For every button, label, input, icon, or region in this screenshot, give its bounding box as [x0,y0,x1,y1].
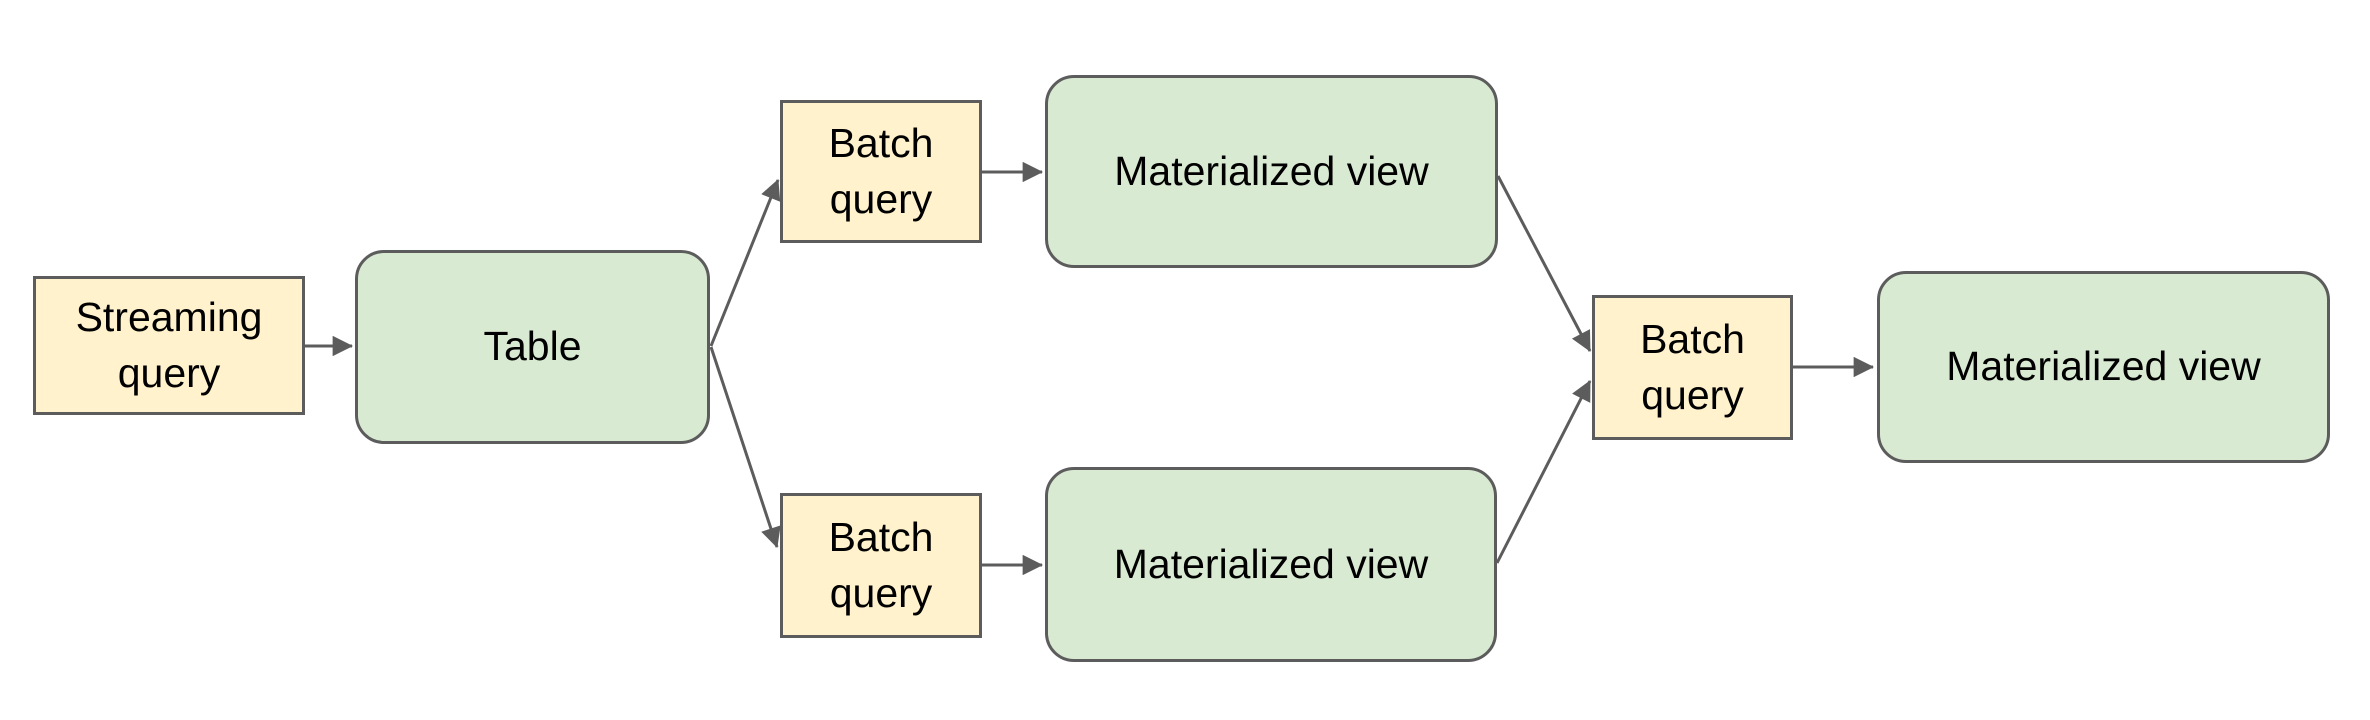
node-materialized-view-right: Materialized view [1877,271,2330,463]
edge-materialized-view-top-to-batch-query-right [1496,175,1592,352]
node-materialized-view-top-label: Materialized view [1114,147,1429,194]
node-streaming-query: Streaming query [33,276,305,415]
node-materialized-view-right-label: Materialized view [1946,343,2261,390]
node-batch-query-top: Batch query [780,100,982,243]
node-batch-query-right-label: Batch query [1640,315,1745,418]
node-materialized-view-top: Materialized view [1045,75,1498,268]
edge-materialized-view-bottom-to-batch-query-right [1495,380,1592,564]
node-batch-query-bottom-label: Batch query [828,513,934,616]
edge-table-to-batch-query-bottom [709,346,781,548]
node-materialized-view-bottom-label: Materialized view [1113,540,1429,587]
node-batch-query-top-label: Batch query [828,119,934,222]
node-table-label: Table [483,323,582,370]
node-table: Table [355,250,710,444]
edge-table-to-batch-query-top [709,179,781,347]
node-materialized-view-bottom: Materialized view [1045,467,1497,662]
node-streaming-query-label: Streaming query [75,293,263,396]
node-batch-query-right: Batch query [1592,295,1793,440]
node-batch-query-bottom: Batch query [780,493,982,638]
